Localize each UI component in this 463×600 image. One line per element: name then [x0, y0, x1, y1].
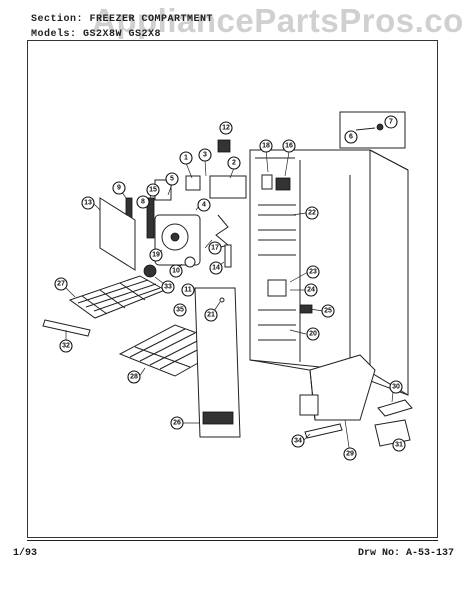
callout-13: 13: [81, 196, 95, 210]
svg-text:9: 9: [117, 185, 121, 192]
section-header: Section: FREEZER COMPARTMENT: [31, 14, 213, 25]
callout-4: 4: [197, 198, 211, 212]
ice-tray-and-bin: [374, 399, 413, 447]
callout-14: 14: [209, 261, 223, 275]
callout-10: 10: [169, 264, 183, 278]
evaporator-fan-assembly: [125, 139, 247, 278]
freezer-cabinet: [249, 149, 409, 396]
callout-16: 16: [282, 139, 296, 153]
svg-text:11: 11: [184, 287, 192, 294]
callout-27: 27: [54, 277, 68, 291]
svg-text:3: 3: [203, 152, 207, 159]
svg-text:19: 19: [152, 252, 160, 259]
svg-text:18: 18: [262, 143, 270, 150]
svg-text:34: 34: [294, 438, 302, 445]
callout-15: 15: [146, 183, 160, 197]
callout-25: 25: [321, 304, 335, 318]
svg-text:24: 24: [307, 287, 315, 294]
callout-20: 20: [306, 327, 320, 341]
svg-text:28: 28: [130, 374, 138, 381]
model-header: Models: GS2X8W GS2X8: [31, 29, 161, 40]
svg-text:4: 4: [202, 202, 206, 209]
svg-text:7: 7: [389, 119, 393, 126]
callout-18: 18: [259, 139, 273, 153]
svg-text:35: 35: [176, 307, 184, 314]
watermark: AppliancePartsPros.com: [92, 2, 463, 39]
callout-28: 28: [127, 370, 141, 384]
callout-22: 22: [305, 206, 319, 220]
freezer-basket: [299, 354, 376, 421]
fan-cover-panel: [99, 197, 136, 271]
svg-text:26: 26: [173, 420, 181, 427]
callout-1: 1: [179, 151, 193, 165]
callout-7: 7: [384, 115, 398, 129]
model-value: GS2X8W GS2X8: [83, 29, 162, 40]
section-label: Section:: [31, 14, 84, 25]
callout-6: 6: [344, 130, 358, 144]
callout-9: 9: [112, 181, 126, 195]
svg-text:33: 33: [164, 284, 172, 291]
svg-text:1: 1: [184, 155, 188, 162]
callout-26: 26: [170, 416, 184, 430]
callout-19: 19: [149, 248, 163, 262]
svg-text:16: 16: [285, 143, 293, 150]
callout-21: 21: [204, 308, 218, 322]
svg-text:20: 20: [309, 331, 317, 338]
diagram-frame: [27, 40, 438, 538]
callout-35: 35: [173, 303, 187, 317]
footer-date: 1/93: [13, 548, 38, 559]
callout-17: 17: [208, 241, 222, 255]
callout-31: 31: [392, 438, 406, 452]
drawing-number: Drw No: A-53-137: [358, 548, 455, 559]
svg-text:10: 10: [172, 268, 180, 275]
svg-text:25: 25: [324, 308, 332, 315]
svg-text:30: 30: [392, 384, 400, 391]
svg-text:5: 5: [170, 176, 174, 183]
svg-text:17: 17: [211, 245, 219, 252]
basket-rail-34: [304, 423, 343, 439]
svg-text:23: 23: [309, 269, 317, 276]
svg-text:21: 21: [207, 312, 215, 319]
svg-text:2: 2: [232, 160, 236, 167]
callout-5: 5: [165, 172, 179, 186]
callout-24: 24: [304, 283, 318, 297]
callout-32: 32: [59, 339, 73, 353]
callout-23: 23: [306, 265, 320, 279]
shelf-bar-32: [42, 319, 91, 337]
callout-11: 11: [181, 283, 195, 297]
hardware-kit-box: [339, 111, 406, 149]
callout-29: 29: [343, 447, 357, 461]
footer-rule: [27, 540, 438, 559]
svg-text:8: 8: [141, 199, 145, 206]
callout-30: 30: [389, 380, 403, 394]
svg-text:32: 32: [62, 343, 70, 350]
upper-wire-shelf: [68, 275, 167, 319]
svg-text:14: 14: [212, 265, 220, 272]
svg-text:6: 6: [349, 134, 353, 141]
svg-text:12: 12: [222, 125, 230, 132]
section-value: FREEZER COMPARTMENT: [89, 14, 214, 25]
callout-33: 33: [161, 280, 175, 294]
model-label: Models:: [31, 29, 77, 40]
callout-3: 3: [198, 148, 212, 162]
svg-text:22: 22: [308, 210, 316, 217]
svg-text:29: 29: [346, 451, 354, 458]
svg-text:13: 13: [84, 200, 92, 207]
svg-text:31: 31: [395, 442, 403, 449]
svg-text:15: 15: [149, 187, 157, 194]
callout-8: 8: [136, 195, 150, 209]
callout-2: 2: [227, 156, 241, 170]
callout-34: 34: [291, 434, 305, 448]
svg-text:27: 27: [57, 281, 65, 288]
rear-panel: [194, 287, 241, 438]
callout-12: 12: [219, 121, 233, 135]
